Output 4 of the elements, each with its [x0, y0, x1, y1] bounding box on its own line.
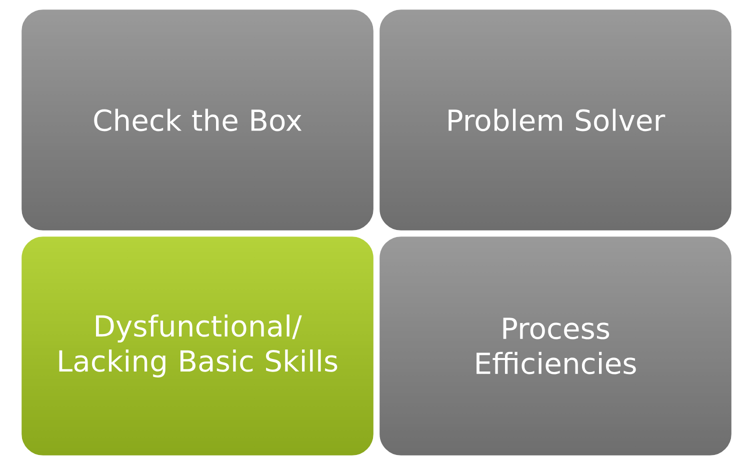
text-box: Process Efficiencies	[378, 235, 733, 457]
text-box: Problem Solver	[378, 8, 733, 232]
text-box: Check the Box	[20, 8, 375, 232]
text-box: Dysfunctional/ Lacking Basic Skills	[20, 235, 375, 457]
